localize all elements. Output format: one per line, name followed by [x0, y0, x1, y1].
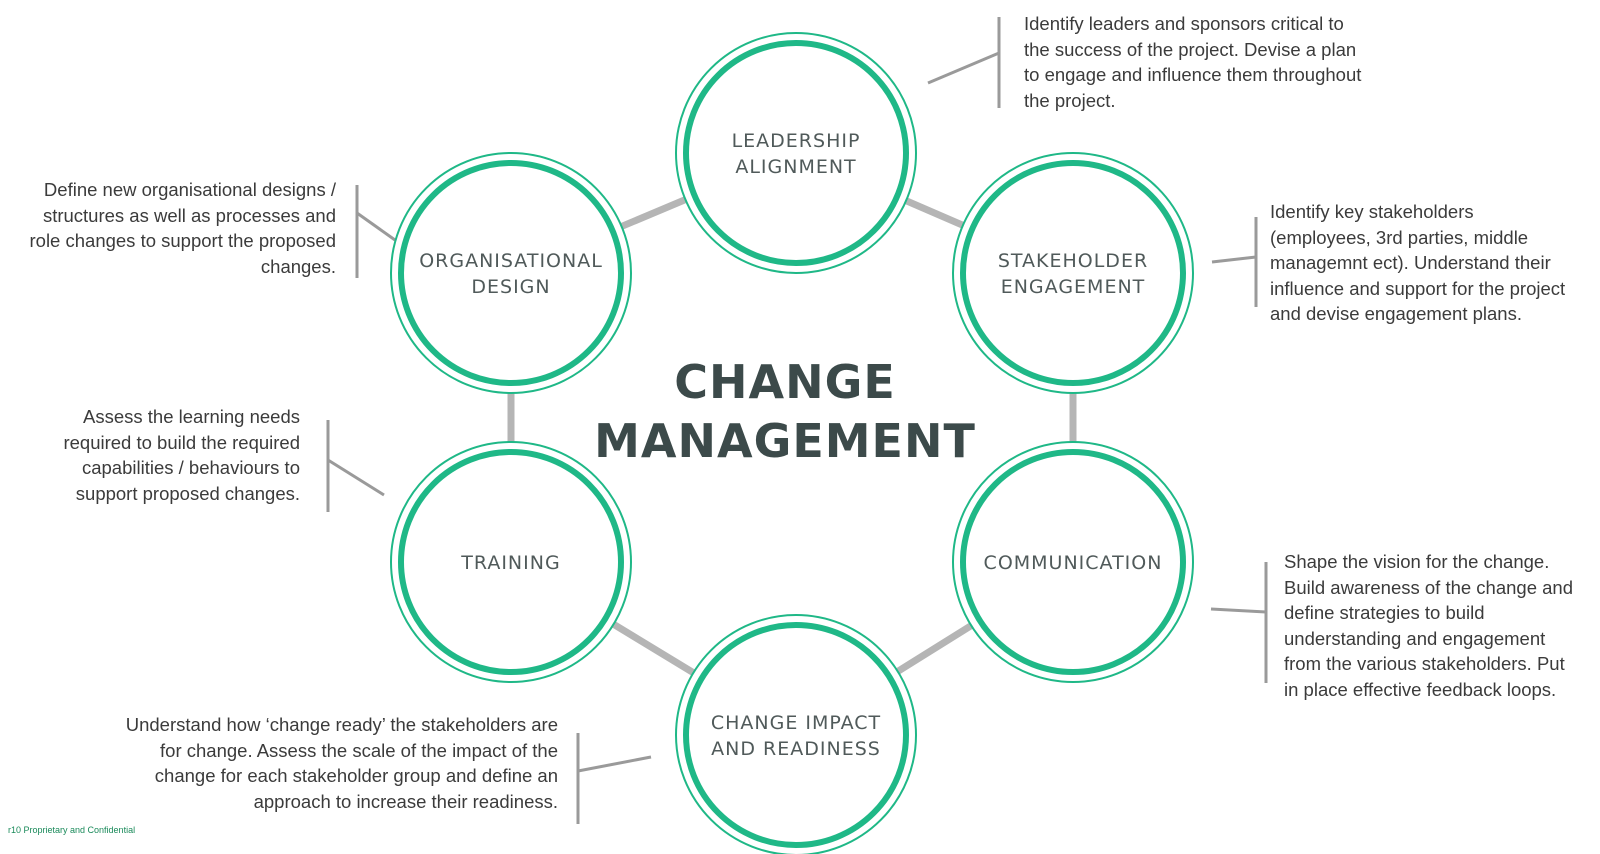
- description-line: Assess the learning needs: [83, 406, 300, 427]
- node-inner-ring: [960, 449, 1186, 675]
- description-stakeholder-engagement: Identify key stakeholders (employees, 3r…: [1270, 199, 1565, 327]
- node-inner-ring: [683, 622, 909, 848]
- description-line: Identify leaders and sponsors critical t…: [1024, 13, 1344, 34]
- description-organisational-design: Define new organisational designs / stru…: [30, 177, 337, 279]
- bracket-tick-training: [327, 458, 385, 497]
- description-line: support proposed changes.: [75, 482, 300, 504]
- node-label: DESIGN: [471, 276, 550, 298]
- description-change-impact-readiness: Understand how ‘change ready’ the stakeh…: [126, 712, 558, 814]
- description-line: to engage and influence them throughout: [1024, 64, 1362, 85]
- description-line: Build awareness of the change and: [1284, 576, 1574, 598]
- node-label: AND READINESS: [711, 738, 881, 760]
- callout-brackets: [326, 17, 1268, 824]
- node-label: ALIGNMENT: [735, 156, 856, 178]
- description-line: Define new organisational designs /: [43, 179, 336, 200]
- description-line: define strategies to build: [1284, 602, 1485, 623]
- description-line: for change. Assess the scale of the impa…: [160, 739, 558, 761]
- description-line: role changes to support the proposed: [29, 230, 337, 251]
- bracket-tick-stakeholder-engagement: [1211, 255, 1257, 264]
- description-line: the project.: [1024, 89, 1116, 111]
- description-line: structures as well as processes and: [42, 204, 336, 226]
- description-line: influence and support for the project: [1270, 277, 1566, 299]
- bracket-tick-organisational-design: [356, 211, 396, 242]
- node-inner-ring: [683, 40, 909, 266]
- description-line: (employees, 3rd parties, middle: [1270, 226, 1529, 248]
- description-line: capabilities / behaviours to: [81, 457, 300, 478]
- node-inner-ring: [398, 449, 624, 675]
- description-line: and devise engagement plans.: [1270, 303, 1522, 324]
- node-change-impact-readiness: CHANGE IMPACT AND READINESS: [675, 614, 917, 854]
- center-title-line-1: CHANGE: [674, 355, 896, 409]
- node-label: CHANGE IMPACT: [711, 712, 881, 734]
- node-label: COMMUNICATION: [984, 552, 1163, 574]
- description-line: Understand how ‘change ready’ the stakeh…: [125, 714, 558, 735]
- description-line: Shape the vision for the change.: [1284, 551, 1550, 572]
- description-line: approach to increase their readiness.: [253, 790, 558, 812]
- node-stakeholder-engagement: STAKEHOLDER ENGAGEMENT: [952, 152, 1194, 394]
- description-line: required to build the required: [63, 431, 300, 453]
- node-organisational-design: ORGANISATIONAL DESIGN: [390, 152, 632, 394]
- footer-confidential-note: r10 Proprietary and Confidential: [8, 825, 136, 835]
- description-line: changes.: [260, 255, 336, 277]
- node-communication: COMMUNICATION: [952, 441, 1194, 683]
- node-label: TRAINING: [460, 552, 560, 574]
- description-line: change for each stakeholder group and de…: [154, 765, 558, 786]
- node-training: TRAINING: [390, 441, 632, 683]
- description-line: the success of the project. Devise a pla…: [1024, 38, 1357, 60]
- description-line: in place effective feedback loops.: [1284, 678, 1557, 700]
- description-line: Identify key stakeholders: [1270, 201, 1474, 222]
- node-label: STAKEHOLDER: [998, 250, 1148, 272]
- description-training: Assess the learning needs required to bu…: [63, 404, 300, 506]
- center-title-line-2: MANAGEMENT: [594, 414, 976, 468]
- bracket-tick-communication: [1210, 607, 1267, 614]
- node-label: ENGAGEMENT: [1001, 276, 1146, 298]
- description-line: understanding and engagement: [1284, 627, 1546, 649]
- bracket-tick-leadership-alignment: [927, 51, 1000, 85]
- description-line: managemnt ect). Understand their: [1270, 252, 1551, 273]
- node-label: LEADERSHIP: [732, 130, 861, 152]
- description-communication: Shape the vision for the change. Build a…: [1284, 549, 1573, 702]
- bracket-tick-change-impact-readiness: [577, 755, 652, 773]
- node-leadership-alignment: LEADERSHIP ALIGNMENT: [675, 32, 917, 274]
- node-label: ORGANISATIONAL: [419, 250, 603, 272]
- node-inner-ring: [398, 160, 624, 386]
- node-inner-ring: [960, 160, 1186, 386]
- description-leadership-alignment: Identify leaders and sponsors critical t…: [1024, 11, 1361, 113]
- process-nodes: LEADERSHIP ALIGNMENT STAKEHOLDER ENGAGEMENT…: [390, 32, 1194, 854]
- description-line: from the various stakeholders. Put: [1284, 653, 1565, 674]
